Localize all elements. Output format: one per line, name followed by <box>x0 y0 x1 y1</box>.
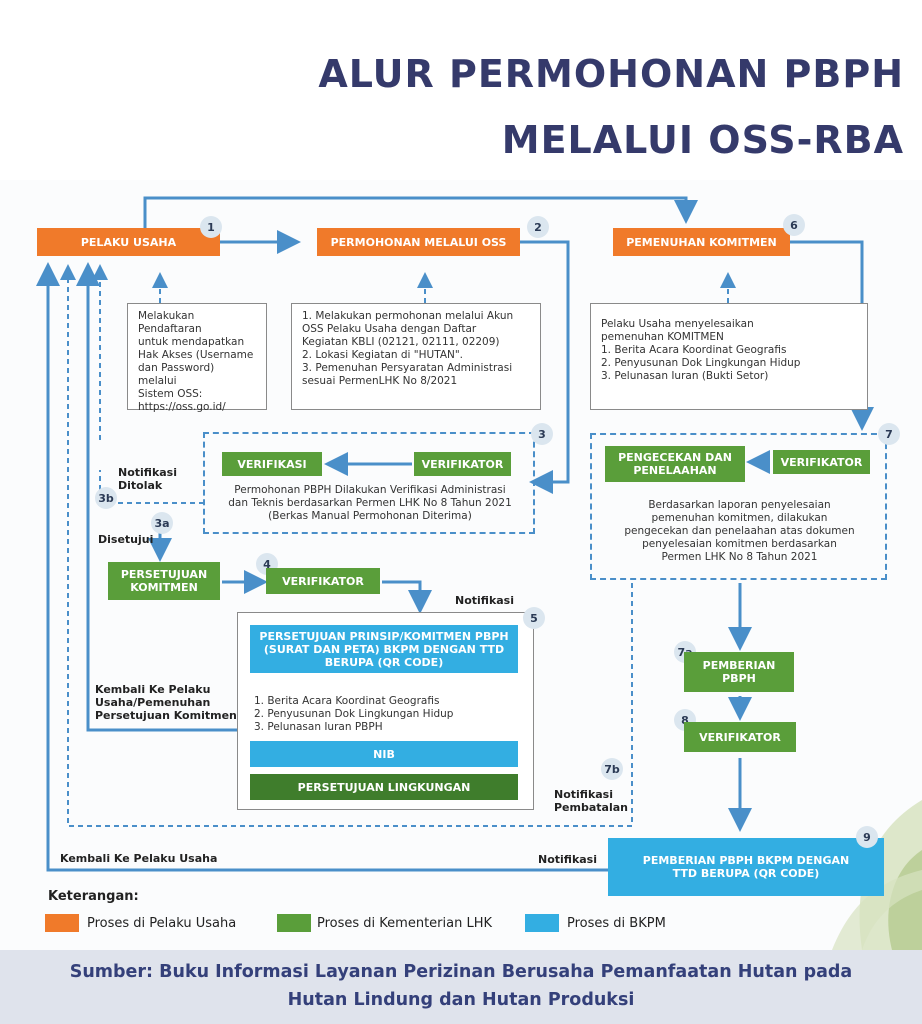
verifikator-8-box: VERIFIKATOR <box>684 722 796 752</box>
step-3-container <box>203 432 535 534</box>
step-3-badge: 3 <box>531 423 553 445</box>
step-9-badge: 9 <box>856 826 878 848</box>
step-1-badge: 1 <box>200 216 222 238</box>
kembali-komitmen-label: Kembali Ke Pelaku Usaha/Pemenuhan Perset… <box>95 683 237 722</box>
step-7-text: Berdasarkan laporan penyelesaian pemenuh… <box>624 499 855 563</box>
legend-title: Keterangan: <box>48 889 139 904</box>
step-5-items: 1. Berita Acara Koordinat Geografis 2. P… <box>254 695 454 733</box>
legend-swatch-pelaku <box>45 914 79 932</box>
title-area: ALUR PERMOHONAN PBPH MELALUI OSS-RBA <box>0 0 922 180</box>
pemberian-pbph-bkpm-box: PEMBERIAN PBPH BKPM DENGAN TTD BERUPA (Q… <box>608 838 884 896</box>
pemberian-pbph-box: PEMBERIAN PBPH <box>684 652 794 692</box>
step-7-badge: 7 <box>878 423 900 445</box>
persetujuan-lingkungan-box: PERSETUJUAN LINGKUNGAN <box>250 774 518 800</box>
notifikasi-pembatalan-label: Notifikasi Pembatalan <box>554 788 628 814</box>
kembali-usaha-label: Kembali Ke Pelaku Usaha <box>60 852 218 865</box>
nib-box: NIB <box>250 741 518 767</box>
pemenuhan-komitmen-box: PEMENUHAN KOMITMEN <box>613 228 790 256</box>
page-title-line-2: MELALUI OSS-RBA <box>501 118 904 162</box>
pengecekan-box: PENGECEKAN DAN PENELAAHAN <box>605 446 745 482</box>
note-permohonan: 1. Melakukan permohonan melalui Akun OSS… <box>291 303 541 410</box>
notifikasi-label: Notifikasi <box>455 594 515 607</box>
verifikator-3-box: VERIFIKATOR <box>414 452 511 476</box>
step-3a-badge: 3a <box>151 512 173 534</box>
persetujuan-prinsip-box: PERSETUJUAN PRINSIP/KOMITMEN PBPH (SURAT… <box>250 625 518 673</box>
step-3-text: Permohonan PBPH Dilakukan Verifikasi Adm… <box>228 484 512 522</box>
step-3b-badge: 3b <box>95 487 117 509</box>
legend-label-bkpm: Proses di BKPM <box>567 916 666 931</box>
source-footer <box>0 950 922 1024</box>
legend-swatch-lhk <box>277 914 311 932</box>
legend-label-lhk: Proses di Kementerian LHK <box>317 916 493 931</box>
source-text: Sumber: Buku Informasi Layanan Perizinan… <box>69 962 853 1010</box>
note-pemenuhan: Pelaku Usaha menyelesaikan pemenuhan KOM… <box>590 303 868 410</box>
step-7-container <box>590 433 887 580</box>
permohonan-oss-box: PERMOHONAN MELALUI OSS <box>317 228 520 256</box>
page-title-line-1: ALUR PERMOHONAN PBPH <box>318 52 904 96</box>
step-6-badge: 6 <box>783 214 805 236</box>
legend-label-pelaku: Proses di Pelaku Usaha <box>87 916 237 931</box>
verifikator-4-box: VERIFIKATOR <box>266 568 380 594</box>
legend-swatch-bkpm <box>525 914 559 932</box>
leaves-decoration-icon <box>832 800 922 950</box>
step-2-badge: 2 <box>527 216 549 238</box>
notifikasi-ditolak-label: Notifikasi Ditolak <box>118 466 178 492</box>
pelaku-usaha-box: PELAKU USAHA <box>37 228 220 256</box>
verifikasi-box: VERIFIKASI <box>222 452 322 476</box>
note-pendaftaran: Melakukan Pendaftaran untuk mendapatkan … <box>127 303 267 413</box>
persetujuan-komitmen-box: PERSETUJUAN KOMITMEN <box>108 562 220 600</box>
disetujui-label: Disetujui <box>98 533 154 546</box>
verifikator-7-box: VERIFIKATOR <box>773 450 870 474</box>
step-7b-badge: 7b <box>601 758 623 780</box>
notifikasi-9-label: Notifikasi <box>538 853 598 866</box>
step-5-badge: 5 <box>523 607 545 629</box>
